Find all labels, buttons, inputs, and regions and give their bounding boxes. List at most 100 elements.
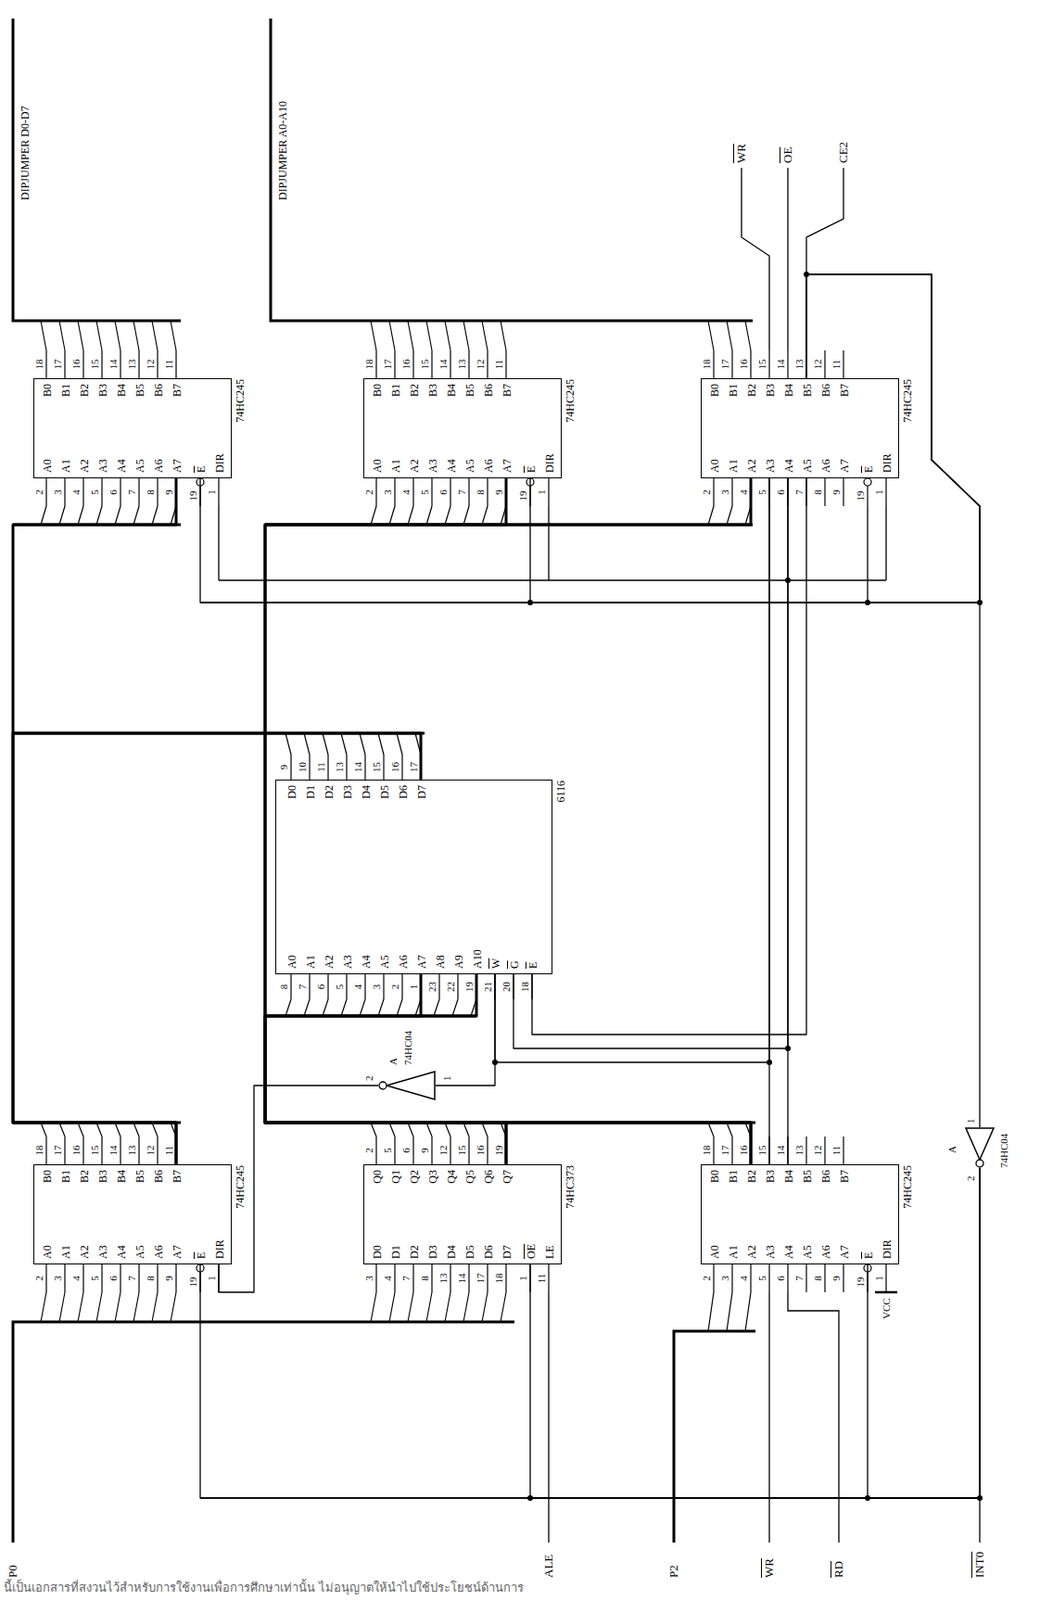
pin-line xyxy=(500,320,507,351)
pin-line xyxy=(375,1136,377,1165)
pin-name: A1 xyxy=(59,458,73,473)
pin-line xyxy=(170,1292,177,1322)
pin-name: D6 xyxy=(481,1244,495,1259)
signal-name: P2 xyxy=(667,1564,681,1578)
pin-line xyxy=(726,1292,733,1332)
pin-line xyxy=(327,754,329,780)
pin-line xyxy=(322,999,329,1016)
pin-name: B5 xyxy=(800,383,814,397)
pin-line xyxy=(59,506,65,525)
signal-name: CE2 xyxy=(837,141,850,164)
ic-package: A0A1A2A3A4A5A6A7A8A9A10WGED0D1D2D3D4D5D6… xyxy=(275,779,553,975)
pin-name: A4 xyxy=(114,458,128,473)
pin-line xyxy=(285,999,292,1016)
wr-wire xyxy=(741,167,770,351)
connector-name: DIPJUMPER A0-A10 xyxy=(276,101,290,201)
pin-number: 14 xyxy=(456,1264,468,1293)
pin-number: 3 xyxy=(719,1264,731,1293)
pin-number: 18 xyxy=(493,1264,505,1293)
pin-name: B0 xyxy=(708,383,722,397)
pin-number: 17 xyxy=(474,1264,486,1293)
pin-line xyxy=(468,1264,470,1293)
pin-line xyxy=(449,1136,451,1165)
pin-name: A7 xyxy=(837,458,851,473)
pin-number: 18 xyxy=(33,350,45,379)
ale-wire xyxy=(547,1292,549,1543)
pin-name: B7 xyxy=(170,1169,184,1183)
pin-line xyxy=(77,320,84,351)
pin-line xyxy=(364,754,366,780)
pin-name: A6 xyxy=(819,458,833,473)
pin-number: 1 xyxy=(441,1076,453,1082)
pin-line xyxy=(412,1136,414,1165)
pin-number: 15 xyxy=(88,1136,101,1165)
pin-line xyxy=(308,754,310,780)
pin-line xyxy=(401,974,403,1000)
pin-number: 7 xyxy=(456,478,468,507)
pin-number: 9 xyxy=(830,1264,842,1293)
pin-line xyxy=(152,1292,158,1322)
pin-line xyxy=(824,350,825,379)
pin-name: D3 xyxy=(426,1244,440,1259)
pin-line xyxy=(866,485,868,507)
pin-line xyxy=(433,999,440,1016)
pin-line xyxy=(749,1264,751,1293)
pin-line xyxy=(486,1264,488,1293)
pin-name: B3 xyxy=(96,1169,110,1183)
pin-name: E xyxy=(194,1252,208,1259)
pin-number: 8 xyxy=(144,478,156,507)
pin-name: B3 xyxy=(96,383,110,397)
pin-number: 19 xyxy=(854,1271,866,1293)
part-number: 74HC245 xyxy=(563,379,577,423)
pin-line xyxy=(731,478,733,507)
pin-name: G xyxy=(507,960,521,969)
pin-name: A2 xyxy=(77,1244,91,1259)
pin-line xyxy=(82,478,84,507)
pin-line xyxy=(726,506,733,525)
pin-name: A7 xyxy=(500,458,514,473)
pin-line xyxy=(505,1264,507,1293)
enable-bubble xyxy=(863,478,872,486)
pin-name: D0 xyxy=(370,1244,384,1259)
pin-line xyxy=(114,320,121,351)
bus-connector xyxy=(12,478,177,1165)
pin-line xyxy=(824,478,825,507)
pin-number: 1 xyxy=(517,1264,529,1293)
pin-line xyxy=(290,754,292,780)
pin-number: 17 xyxy=(719,1136,731,1165)
pin-line xyxy=(40,506,47,525)
pin-line xyxy=(426,320,432,351)
pin-number: 4 xyxy=(400,478,412,507)
pin-line xyxy=(486,1136,488,1165)
ic-package: A0A1A2A3A4A5A6A7EDIRB0B1B2B3B4B5B6B774HC… xyxy=(700,378,900,479)
pin-number: 4 xyxy=(737,478,749,507)
pin-line xyxy=(133,506,140,525)
pin-line xyxy=(456,974,458,1000)
pin-number: 19 xyxy=(187,485,199,507)
pin-name: A5 xyxy=(133,458,147,473)
pin-line xyxy=(731,1136,733,1165)
pin-line xyxy=(407,506,414,525)
pin-name: A0 xyxy=(708,1244,722,1259)
pin-number: 7 xyxy=(296,974,308,1000)
pin-line xyxy=(378,733,384,755)
pin-line xyxy=(133,320,140,351)
pin-name: A4 xyxy=(782,458,796,473)
pin-line xyxy=(468,478,470,507)
wr-wire xyxy=(768,1292,770,1543)
pin-line xyxy=(370,320,377,351)
pin-number: 6 xyxy=(437,478,449,507)
pin-line xyxy=(412,1264,414,1293)
gate-name: A xyxy=(946,1145,958,1154)
pin-line xyxy=(290,974,292,1000)
pin-name: B2 xyxy=(407,383,421,397)
pin-number: 2 xyxy=(700,1264,712,1293)
pin-name: B2 xyxy=(77,1169,91,1183)
bus-connector xyxy=(265,974,507,1165)
p0-bus xyxy=(12,1321,515,1543)
pin-name: A3 xyxy=(763,1244,777,1259)
pin-number: 17 xyxy=(407,754,419,780)
pin-name: B4 xyxy=(782,383,796,397)
pin-line xyxy=(45,1264,47,1293)
pin-number: 3 xyxy=(51,1264,64,1293)
